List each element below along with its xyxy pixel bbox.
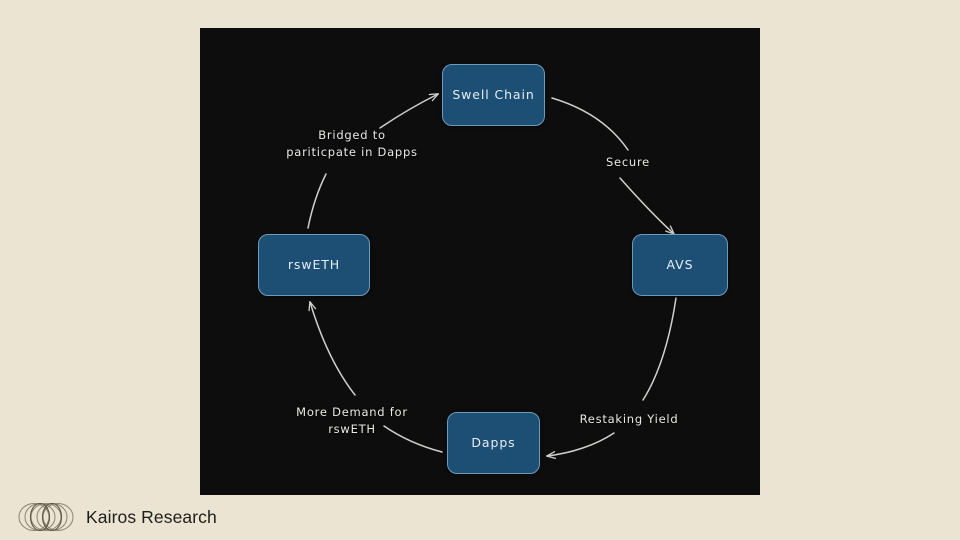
node-dapps-label: Dapps xyxy=(471,434,516,450)
edge-label-bridged-to-participate: Bridged to pariticpate in Dapps xyxy=(286,128,418,159)
node-avs-label: AVS xyxy=(666,256,694,272)
edge-swell-to-avs xyxy=(551,97,674,234)
diagram-canvas: Swell Chain AVS Dapps rswETH Bridged to … xyxy=(200,28,760,495)
diagram-edges-layer xyxy=(307,28,677,495)
node-avs[interactable]: AVS xyxy=(632,234,728,296)
node-rsweth[interactable]: rswETH xyxy=(258,234,370,296)
edge-dapps-to-rsweth xyxy=(310,302,443,453)
edge-rsweth-to-swell xyxy=(307,94,438,229)
edge-label-secure: Secure xyxy=(605,155,651,169)
node-dapps[interactable]: Dapps xyxy=(447,412,540,474)
edge-label-more-demand: More Demand for rswETH xyxy=(296,405,408,436)
edge-avs-to-dapps xyxy=(547,297,677,456)
node-swell-chain-label: Swell Chain xyxy=(452,86,535,102)
node-rsweth-label: rswETH xyxy=(287,256,341,272)
node-swell-chain[interactable]: Swell Chain xyxy=(442,64,545,126)
brand-footer: Kairos Research xyxy=(18,502,217,532)
edge-label-restaking-yield: Restaking Yield xyxy=(579,412,679,426)
brand-name-label: Kairos Research xyxy=(86,506,217,527)
overlapping-circles-logo-icon xyxy=(18,502,74,532)
